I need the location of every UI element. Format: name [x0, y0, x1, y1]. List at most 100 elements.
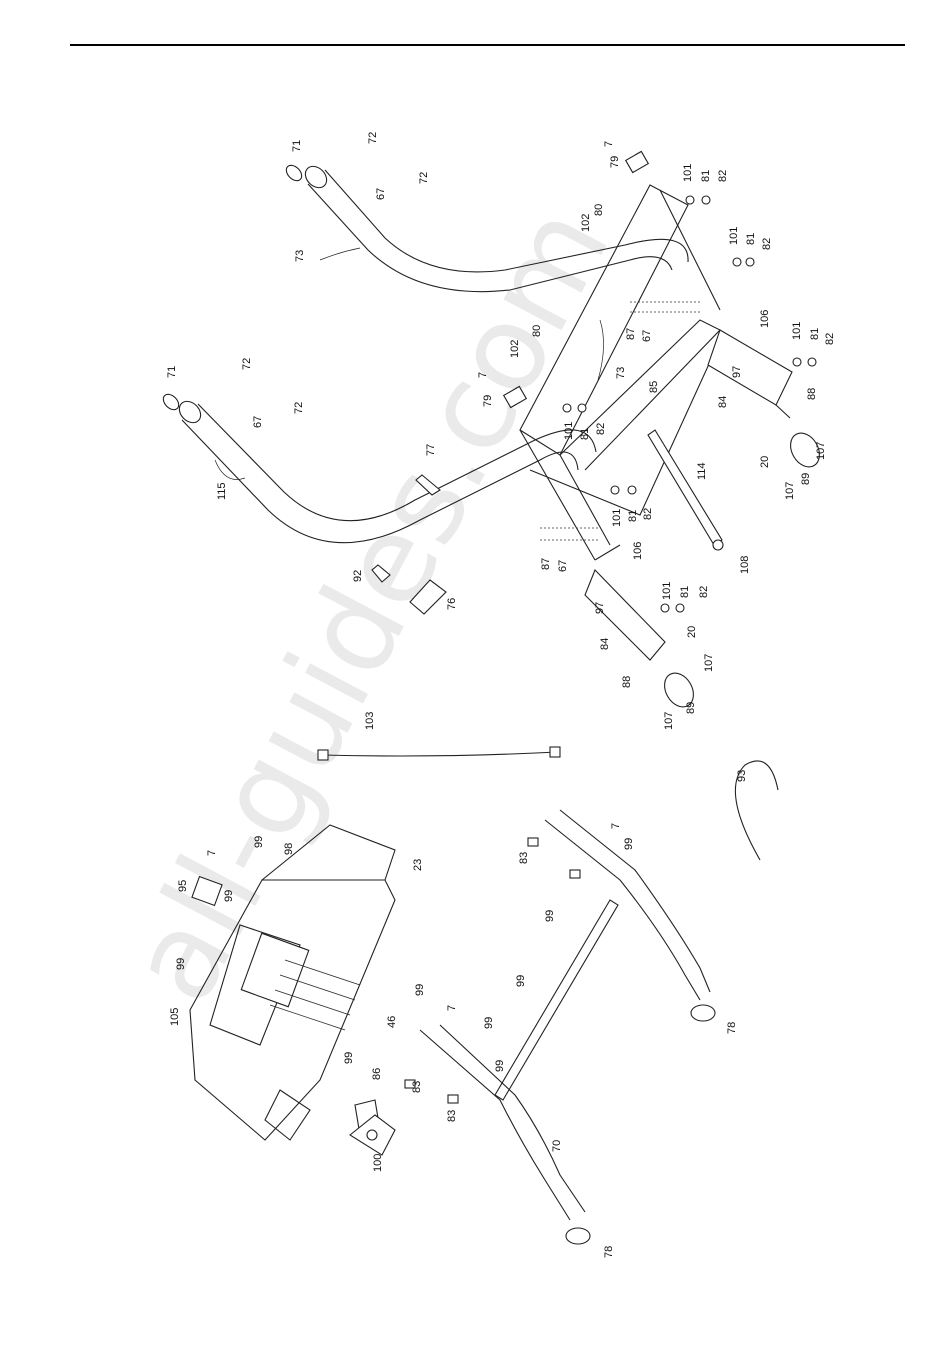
label-99: 99 — [223, 890, 235, 902]
label-80: 80 — [593, 204, 605, 216]
label-83: 83 — [446, 1110, 458, 1122]
wheels — [664, 432, 820, 708]
part-labels: 7 79 101 81 82 80 102 101 81 82 71 72 67… — [166, 132, 836, 1258]
base-frame — [519, 184, 721, 561]
label-107: 107 — [703, 654, 715, 672]
label-92: 92 — [352, 570, 364, 582]
label-81: 81 — [809, 328, 821, 340]
label-101: 101 — [661, 582, 673, 600]
label-103: 103 — [364, 712, 376, 730]
label-99: 99 — [494, 1060, 506, 1072]
label-99: 99 — [343, 1052, 355, 1064]
label-46: 46 — [386, 1016, 398, 1028]
label-81: 81 — [679, 586, 691, 598]
label-102: 102 — [580, 214, 592, 232]
label-67: 67 — [252, 416, 264, 428]
cable-93 — [734, 760, 779, 861]
label-100: 100 — [372, 1154, 384, 1172]
label-82: 82 — [698, 586, 710, 598]
label-79: 79 — [609, 156, 621, 168]
label-97: 97 — [731, 366, 743, 378]
label-73: 73 — [615, 367, 627, 379]
label-81: 81 — [745, 233, 757, 245]
label-115: 115 — [216, 482, 228, 500]
label-105: 105 — [169, 1008, 181, 1026]
label-87: 87 — [540, 558, 552, 570]
label-81: 81 — [579, 428, 591, 440]
label-78: 78 — [603, 1246, 615, 1258]
small-parts-frame — [162, 150, 817, 615]
label-99: 99 — [253, 836, 265, 848]
label-67: 67 — [641, 330, 653, 342]
label-99: 99 — [414, 984, 426, 996]
label-99: 99 — [175, 958, 187, 970]
label-7: 7 — [477, 372, 489, 378]
label-82: 82 — [717, 170, 729, 182]
label-70: 70 — [551, 1140, 563, 1152]
label-71: 71 — [166, 366, 178, 378]
label-95: 95 — [177, 880, 189, 892]
label-72: 72 — [418, 172, 430, 184]
label-73: 73 — [294, 250, 306, 262]
crossbar — [404, 809, 716, 1245]
label-7: 7 — [610, 823, 622, 829]
label-107: 107 — [784, 482, 796, 500]
label-82: 82 — [642, 508, 654, 520]
label-80: 80 — [531, 325, 543, 337]
label-72: 72 — [241, 358, 253, 370]
label-99: 99 — [623, 838, 635, 850]
label-102: 102 — [509, 340, 521, 358]
upright-left — [178, 400, 597, 544]
label-20: 20 — [686, 626, 698, 638]
watermark: all-guides.com — [103, 185, 637, 1024]
label-85: 85 — [648, 381, 660, 393]
fan — [349, 1114, 396, 1156]
label-97: 97 — [594, 602, 606, 614]
label-77: 77 — [425, 444, 437, 456]
label-81: 81 — [700, 170, 712, 182]
label-82: 82 — [595, 423, 607, 435]
label-88: 88 — [621, 676, 633, 688]
label-7: 7 — [603, 141, 615, 147]
label-72: 72 — [367, 132, 379, 144]
label-84: 84 — [599, 638, 611, 650]
incline-motor — [647, 429, 724, 551]
label-106: 106 — [759, 310, 771, 328]
label-107: 107 — [815, 442, 827, 460]
label-76: 76 — [446, 598, 458, 610]
label-71: 71 — [291, 140, 303, 152]
label-83: 83 — [411, 1081, 423, 1093]
label-99: 99 — [515, 975, 527, 987]
label-101: 101 — [728, 227, 740, 245]
frame-rails — [584, 329, 793, 661]
label-114: 114 — [696, 462, 708, 480]
label-93: 93 — [736, 770, 748, 782]
label-101: 101 — [611, 509, 623, 527]
label-106: 106 — [632, 542, 644, 560]
label-83: 83 — [518, 852, 530, 864]
label-101: 101 — [791, 322, 803, 340]
label-86: 86 — [371, 1068, 383, 1080]
label-7: 7 — [446, 1005, 458, 1011]
label-81: 81 — [627, 510, 639, 522]
label-78: 78 — [726, 1022, 738, 1034]
label-87: 87 — [625, 328, 637, 340]
label-82: 82 — [824, 333, 836, 345]
label-99: 99 — [483, 1017, 495, 1029]
label-84: 84 — [717, 396, 729, 408]
label-89: 89 — [800, 473, 812, 485]
label-82: 82 — [761, 238, 773, 250]
label-88: 88 — [806, 388, 818, 400]
label-67: 67 — [375, 188, 387, 200]
label-67: 67 — [557, 560, 569, 572]
label-23: 23 — [412, 859, 424, 871]
label-79: 79 — [482, 395, 494, 407]
label-107: 107 — [663, 712, 675, 730]
label-101: 101 — [563, 422, 575, 440]
console-assembly — [189, 824, 396, 1141]
label-89: 89 — [685, 702, 697, 714]
label-20: 20 — [759, 456, 771, 468]
cable-103 — [317, 746, 561, 761]
label-99: 99 — [544, 910, 556, 922]
